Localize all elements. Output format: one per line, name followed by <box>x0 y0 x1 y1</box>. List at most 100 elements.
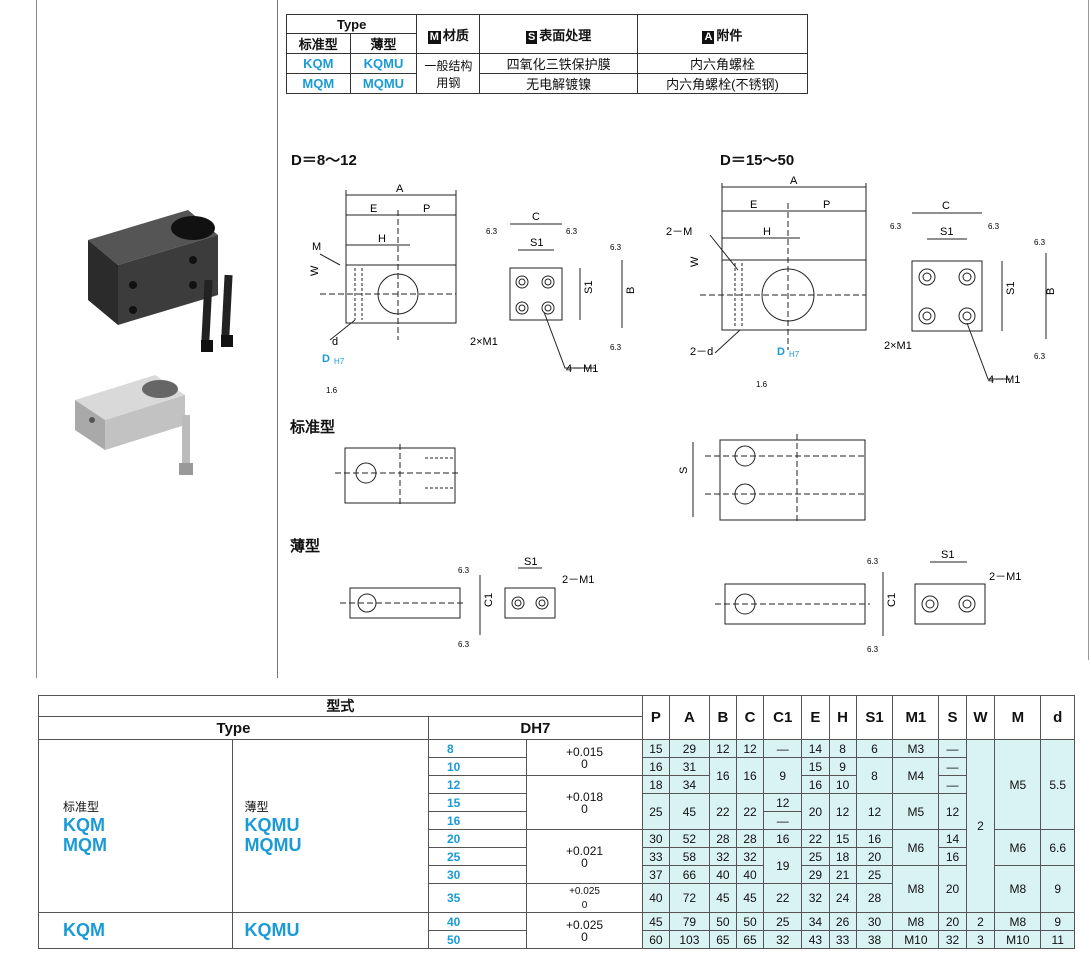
table-cell: 18 <box>641 775 671 794</box>
table-cell: 6.3 <box>1034 238 1046 247</box>
table-cell: C1 <box>886 593 898 607</box>
table-cell: 50 <box>708 912 737 931</box>
table-cell: 33 <box>828 930 857 949</box>
table-cell: +0.021 0 <box>566 843 604 870</box>
table-cell: 6.3 <box>610 343 622 352</box>
table-cell: D <box>322 353 330 365</box>
table-cell: 3 <box>965 930 996 949</box>
table-cell: 2－M1 <box>989 571 1021 583</box>
table-cell: M4 <box>892 757 940 794</box>
table-cell: 15 <box>801 757 830 776</box>
table-cell: 16 <box>801 775 830 794</box>
col-h: H <box>828 695 857 740</box>
table-cell: 16 <box>763 829 803 848</box>
table-cell: M6 <box>994 829 1042 866</box>
right-edge <box>1088 0 1089 660</box>
table-cell: M8 <box>892 912 940 931</box>
surface-mqm: 无电解镀镍 <box>479 73 638 94</box>
table-cell: 26 <box>828 912 857 931</box>
table-cell: 6.3 <box>458 566 470 575</box>
table-cell: C <box>532 211 540 223</box>
table-cell: — <box>938 775 967 794</box>
table-cell: 6.3 <box>890 222 902 231</box>
table-cell: M6 <box>892 829 940 866</box>
dia-50: 50 <box>427 930 528 949</box>
table-cell: 22 <box>801 829 830 848</box>
table-cell: P <box>823 199 830 211</box>
table-cell: 40 <box>641 883 671 913</box>
table-cell: 6 <box>855 739 894 758</box>
type-group2-std: KQM <box>38 912 233 949</box>
col-e: E <box>801 695 830 740</box>
col-w: W <box>965 695 996 740</box>
table-cell: M8 <box>994 865 1042 913</box>
type-header: Type <box>285 14 418 34</box>
table-cell: 8 <box>828 739 857 758</box>
drawing-right-side: C S1 S1 B 6.3 6.3 6.3 6.3 4－M1 <box>890 200 1057 386</box>
table-cell: 45 <box>669 793 710 830</box>
table-cell: 20 <box>855 847 894 866</box>
table-cell: 40 <box>735 865 765 884</box>
table-cell: 15 <box>641 739 671 758</box>
table-cell: 4－M1 <box>988 374 1020 386</box>
table-cell: 65 <box>708 930 737 949</box>
table-cell: KQMU <box>244 814 300 835</box>
drawing-thin-left: S1 C1 2－M1 6.3 6.3 <box>340 556 594 649</box>
table-cell: S <box>678 467 690 474</box>
col-c1: C1 <box>763 695 803 740</box>
table-cell: 薄型 <box>244 799 269 814</box>
table-cell: 18 <box>828 847 857 866</box>
table-cell: E <box>370 203 377 215</box>
table-cell: 9 <box>1040 912 1075 931</box>
table-cell: 2－M1 <box>562 574 594 586</box>
table-cell: 21 <box>828 865 857 884</box>
type-header: Type <box>38 716 429 740</box>
table-cell: 2 <box>965 739 996 913</box>
table-cell: 20 <box>938 865 967 913</box>
col-d: d <box>1040 695 1075 740</box>
table-cell: d <box>332 336 338 348</box>
std-kqm: KQM <box>286 53 351 74</box>
col-s1: S1 <box>855 695 894 740</box>
table-cell: 32 <box>708 847 737 866</box>
table-cell: — <box>763 739 803 758</box>
table-cell: 4－M1 <box>566 363 598 375</box>
table-cell: 12 <box>855 793 894 830</box>
table-cell: 29 <box>801 865 830 884</box>
table-cell: 37 <box>641 865 671 884</box>
table-cell: 9 <box>1040 865 1075 913</box>
thin-label: 薄型 <box>349 33 418 54</box>
product-photo-silver <box>75 375 193 475</box>
table-cell: B <box>1045 288 1057 295</box>
table-cell: 6.3 <box>458 640 470 649</box>
table-cell: 2 <box>965 912 996 931</box>
table-cell: 20 <box>938 912 967 931</box>
drawing-thin-right: S1 C1 2－M1 6.3 6.3 <box>715 549 1021 654</box>
table-cell: MQMU <box>244 834 302 855</box>
table-cell: 24 <box>828 883 857 913</box>
standard-heading: 标准型 <box>290 419 336 436</box>
table-cell: 40 <box>708 865 737 884</box>
table-cell: M5 <box>892 793 940 830</box>
col-p: P <box>641 695 671 740</box>
table-cell: 6.3 <box>566 227 578 236</box>
tol-2: +0.018 0 <box>526 775 643 830</box>
table-cell: S1 <box>530 237 543 249</box>
table-cell: 52 <box>669 829 710 848</box>
table-cell: 25 <box>855 865 894 884</box>
table-cell: 12 <box>828 793 857 830</box>
table-cell: A <box>702 30 715 44</box>
table-cell: 6.6 <box>1040 829 1075 866</box>
table-cell: 32 <box>763 930 803 949</box>
table-cell: 32 <box>801 883 830 913</box>
table-cell: 45 <box>708 883 737 913</box>
table-cell: M8 <box>994 912 1042 931</box>
table-cell: 30 <box>855 912 894 931</box>
table-cell: 45 <box>641 912 671 931</box>
table-cell: 14 <box>938 829 967 848</box>
accessory-mqm: 内六角螺栓(不锈钢) <box>636 73 809 94</box>
table-cell: 66 <box>669 865 710 884</box>
table-cell: E <box>750 199 757 211</box>
table-cell: 38 <box>855 930 894 949</box>
